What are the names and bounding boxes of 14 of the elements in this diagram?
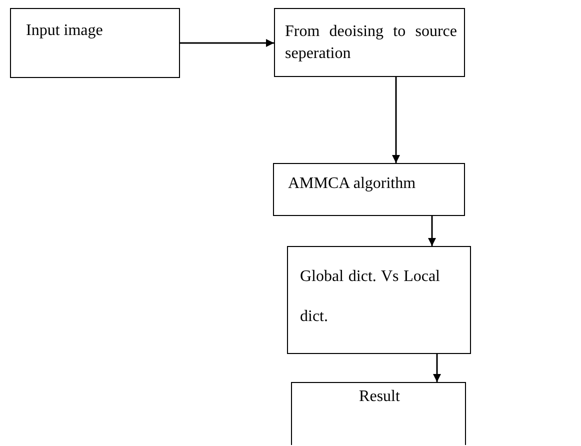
process-box (274, 8, 465, 77)
process-box (10, 8, 180, 78)
box-label: AMMCA algorithm (288, 174, 417, 194)
arrow (433, 354, 441, 382)
process-box (287, 246, 471, 354)
process-box (273, 163, 465, 216)
arrow (180, 39, 274, 47)
box-label: Result (358, 387, 401, 407)
box-label: Input image (26, 21, 104, 41)
box-label: From deoising to source seperation (285, 22, 457, 64)
box-label: Global dict. Vs Local dict. (300, 267, 440, 327)
arrow (392, 77, 400, 163)
arrow (428, 216, 436, 246)
process-box (291, 382, 466, 445)
